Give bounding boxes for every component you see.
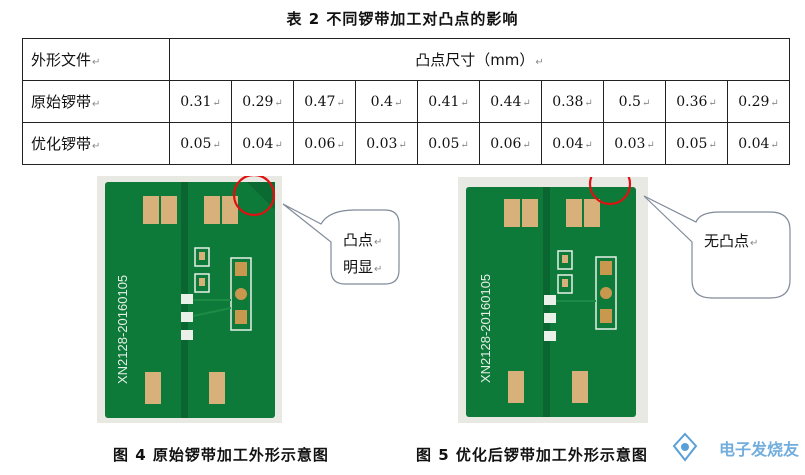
table-cell: 0.36↵ <box>665 80 728 123</box>
pcb-photo-original: XN2128-20160105 <box>97 176 282 423</box>
table-cell: 0.06↵ <box>293 122 356 165</box>
table-cell: 0.29↵ <box>727 80 790 123</box>
table-row-original: 原始锣带↵ 0.31↵0.29↵0.47↵0.4↵0.41↵0.44↵0.38↵… <box>22 80 790 123</box>
table-row-optimized: 优化锣带↵ 0.05↵0.04↵0.06↵0.03↵0.05↵0.06↵0.04… <box>22 122 790 165</box>
table-cell: 0.31↵ <box>169 80 232 123</box>
highlight-circle <box>588 177 632 206</box>
callout-bubble-left <box>282 203 400 285</box>
table-cell: 0.06↵ <box>479 122 542 165</box>
board-silkscreen: XN2128-20160105 <box>115 275 130 384</box>
bump-size-table: 外形文件↵ 凸点尺寸（mm）↵ 原始锣带↵ 0.31↵0.29↵0.47↵0.4… <box>22 38 790 165</box>
table-cell: 0.05↵ <box>169 122 232 165</box>
callout-text-left-2: 明显↵ <box>343 258 383 276</box>
table-cell: 0.41↵ <box>417 80 480 123</box>
board-silkscreen: XN2128-20160105 <box>478 274 493 383</box>
table-cell: 0.05↵ <box>665 122 728 165</box>
callout-bubble-right <box>643 195 791 299</box>
table-cell: 0.04↵ <box>231 122 294 165</box>
caption-figure-4: 图 4 原始锣带加工外形示意图 <box>113 446 329 464</box>
table-cell: 0.4↵ <box>355 80 418 123</box>
pcb-photo-optimized: XN2128-20160105 <box>458 177 648 423</box>
table-cell: 0.44↵ <box>479 80 542 123</box>
table-cell: 0.04↵ <box>727 122 790 165</box>
highlight-circle <box>232 176 276 217</box>
caption-figure-5: 图 5 优化后锣带加工外形示意图 <box>416 446 648 464</box>
watermark-text: 电子发烧友 <box>718 440 799 459</box>
table-header-row: 外形文件↵ 凸点尺寸（mm）↵ <box>22 38 790 81</box>
callout-text-left-1: 凸点↵ <box>343 231 383 249</box>
row-label: 原始锣带↵ <box>22 80 170 123</box>
table-cell: 0.04↵ <box>541 122 604 165</box>
table-cell: 0.03↵ <box>355 122 418 165</box>
callout-text-right: 无凸点↵ <box>704 232 759 250</box>
header-bump-size: 凸点尺寸（mm）↵ <box>169 38 790 81</box>
row-label: 优化锣带↵ <box>22 122 170 165</box>
table-cell: 0.05↵ <box>417 122 480 165</box>
table-title: 表 2 不同锣带加工对凸点的影响 <box>286 10 519 28</box>
table-cell: 0.03↵ <box>603 122 666 165</box>
table-cell: 0.47↵ <box>293 80 356 123</box>
table-cell: 0.38↵ <box>541 80 604 123</box>
header-file-type: 外形文件↵ <box>22 38 170 81</box>
watermark-logo-icon <box>672 432 698 462</box>
table-cell: 0.29↵ <box>231 80 294 123</box>
table-cell: 0.5↵ <box>603 80 666 123</box>
